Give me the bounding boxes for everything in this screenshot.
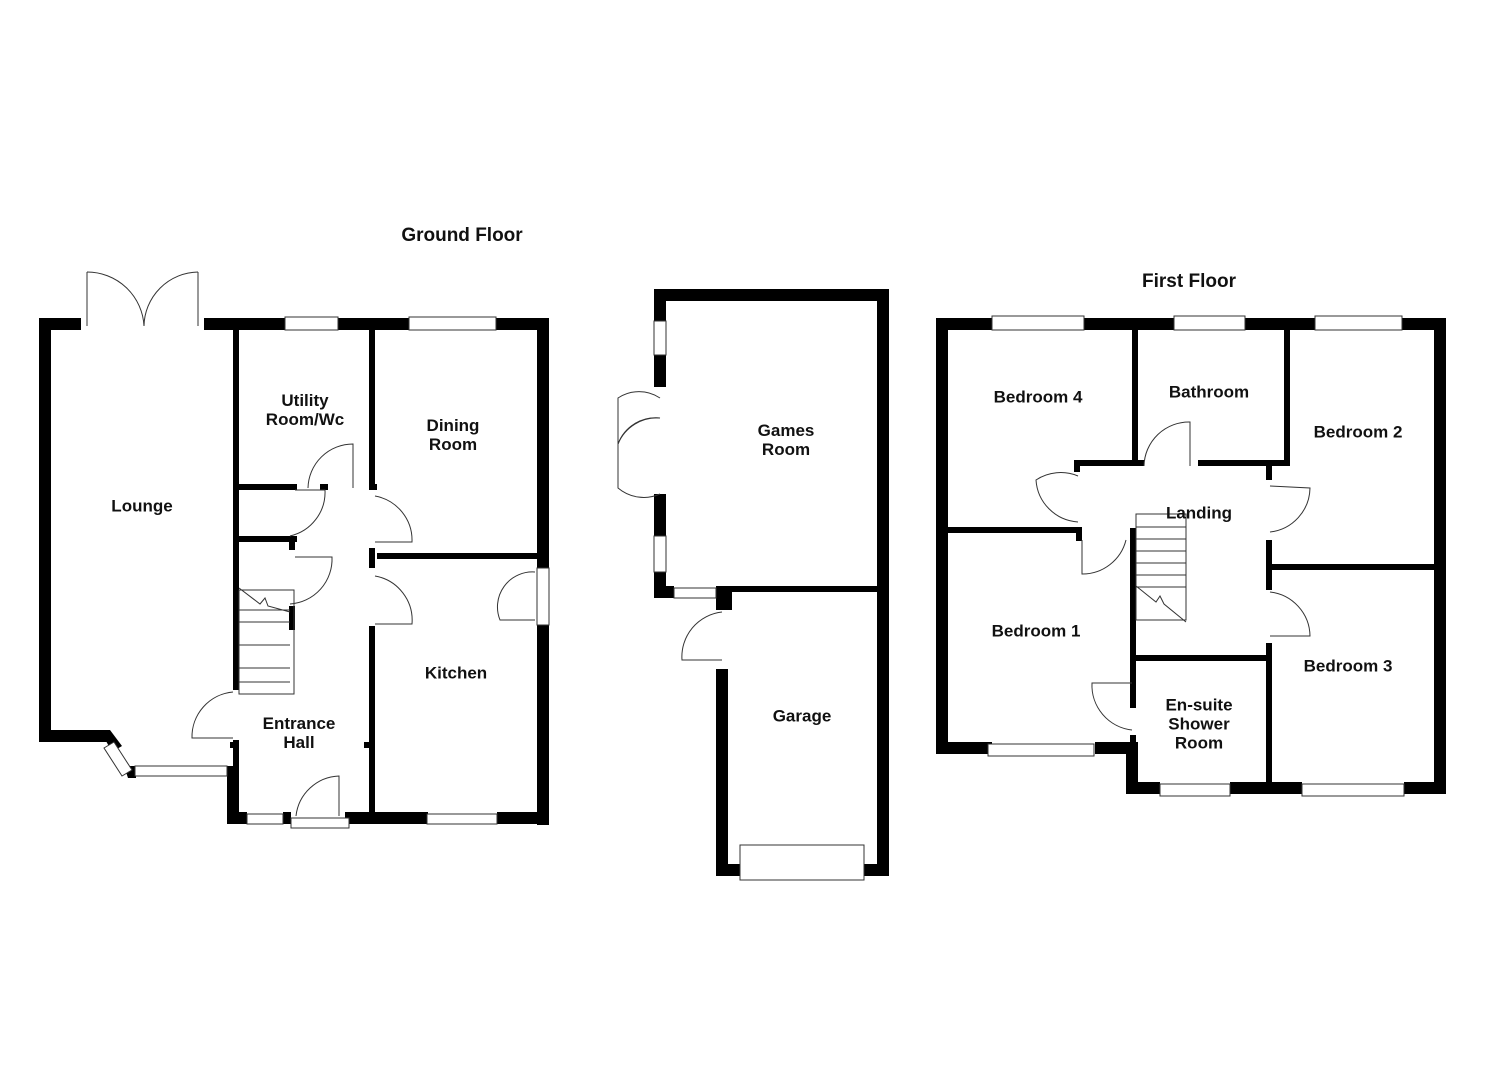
room-label-entrance-hall: Entrance Hall [262, 714, 336, 752]
room-label-ensuite: En-suite Shower Room [1165, 695, 1233, 753]
ground-floor-title: Ground Floor [401, 225, 523, 246]
room-label-bedroom-4: Bedroom 4 [993, 387, 1083, 407]
room-label-bedroom-3: Bedroom 3 [1303, 656, 1393, 676]
first-floor-title: First Floor [1142, 271, 1236, 292]
room-label-landing: Landing [1165, 503, 1233, 523]
room-label-bedroom-1: Bedroom 1 [991, 621, 1081, 641]
room-label-bedroom-2: Bedroom 2 [1313, 422, 1403, 442]
room-label-games-room: Games Room [757, 421, 815, 459]
room-label-lounge: Lounge [111, 496, 173, 516]
room-label-garage: Garage [772, 706, 832, 726]
room-label-dining: Dining Room [426, 416, 480, 454]
room-label-bathroom: Bathroom [1168, 382, 1250, 402]
room-label-kitchen: Kitchen [424, 663, 488, 683]
room-label-utility: Utility Room/Wc [265, 391, 345, 429]
